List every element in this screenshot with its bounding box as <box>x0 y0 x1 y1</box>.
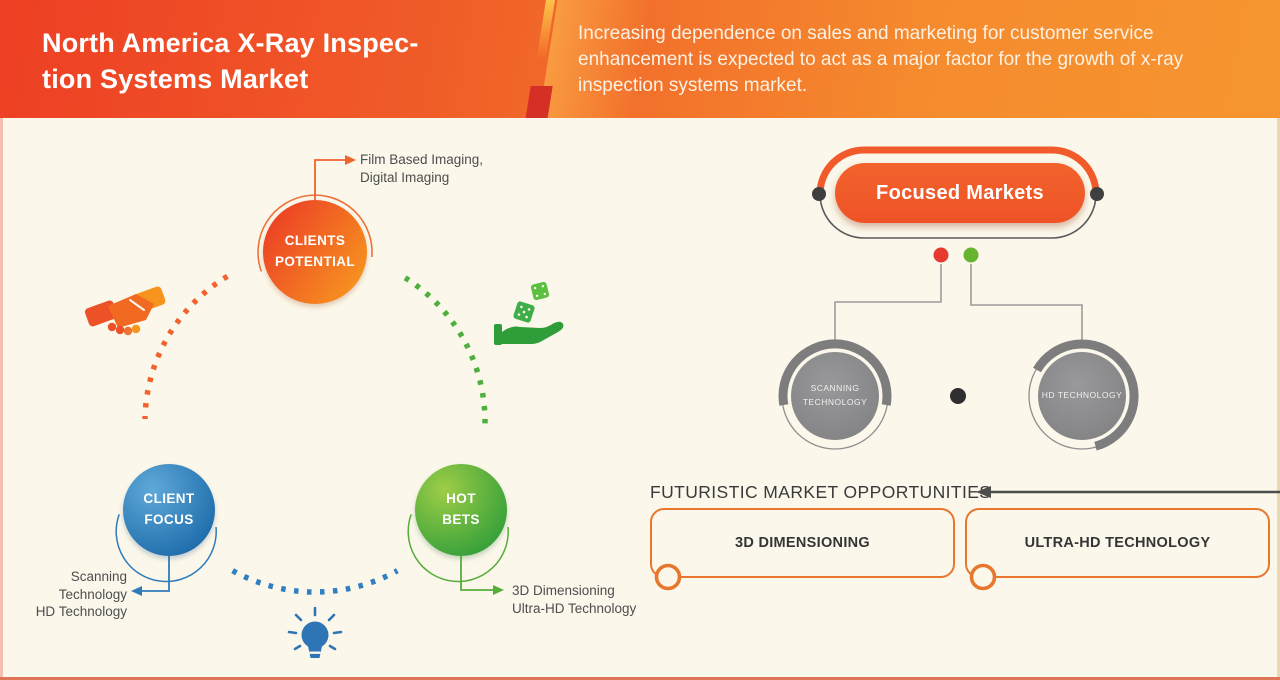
client-focus-arrowhead <box>131 586 142 596</box>
green-dot-connector <box>970 264 1083 346</box>
page-title: North America X-Ray Inspec- tion Systems… <box>42 26 419 97</box>
hot-bets-label-line2: BETS <box>442 512 480 527</box>
green-dot <box>963 247 979 263</box>
right-edge-line <box>1277 118 1280 680</box>
annotation-line: HD Technology <box>35 604 127 620</box>
client-focus-label-line1: CLIENT <box>143 491 195 507</box>
client-focus-connector <box>141 556 170 592</box>
clients-potential-annotation: Film Based Imaging, Digital Imaging <box>360 151 483 186</box>
dice-hand-icon <box>494 281 564 345</box>
focused-markets-pill: Focused Markets <box>835 163 1085 223</box>
annotation-line: Film Based Imaging, <box>360 152 484 167</box>
lightbulb-icon <box>287 606 343 658</box>
opportunity-box-ultra-hd: ULTRA-HD TECHNOLOGY <box>965 508 1270 578</box>
opportunity-box-label: 3D DIMENSIONING <box>734 535 870 551</box>
client-focus-label-line2: FOCUS <box>144 512 194 527</box>
red-dot-connector <box>834 264 942 346</box>
center-black-dot <box>950 388 966 404</box>
pill-right-dot <box>1090 187 1104 201</box>
header-description: Increasing dependence on sales and marke… <box>578 23 1184 97</box>
page-title-line2: tion Systems Market <box>42 63 309 94</box>
opportunity-box-3d-dimensioning: 3D DIMENSIONING <box>650 508 955 578</box>
hot-bets-arrowhead <box>493 585 504 595</box>
clients-potential-node: CLIENTS POTENTIAL <box>263 200 367 304</box>
red-dot <box>933 247 949 263</box>
hot-bets-connector <box>460 556 494 591</box>
pill-left-dot <box>812 187 826 201</box>
left-edge-line <box>0 118 3 680</box>
main-canvas: CLIENTS POTENTIAL CLIENT FOCUS HOT BETS … <box>0 118 1280 680</box>
opportunity-box-label: ULTRA-HD TECHNOLOGY <box>1024 535 1211 551</box>
annotation-line: 3D Dimensioning <box>512 583 615 598</box>
hot-bets-annotation: 3D Dimensioning Ultra-HD Technology <box>512 582 636 617</box>
hd-label: HD TECHNOLOGY <box>1041 390 1123 401</box>
clients-potential-arrowhead <box>345 155 356 165</box>
clients-potential-label-line2: POTENTIAL <box>274 254 356 269</box>
page-title-line1: North America X-Ray Inspec- <box>42 28 419 58</box>
scanning-label-line2: TECHNOLOGY <box>802 397 868 407</box>
hd-technology-node: HD TECHNOLOGY <box>1038 352 1126 440</box>
header-banner: North America X-Ray Inspec- tion Systems… <box>0 0 1280 118</box>
focused-markets-label: Focused Markets <box>876 181 1044 204</box>
clients-potential-connector <box>314 159 346 200</box>
green-dotted-arc <box>403 275 488 426</box>
hot-bets-label-line1: HOT <box>446 491 476 507</box>
blue-dotted-arc <box>231 568 399 595</box>
handshake-icon <box>84 286 166 336</box>
orange-dotted-arc <box>142 273 229 420</box>
scanning-label-line1: SCANNING <box>810 383 860 394</box>
clients-potential-label-line1: CLIENTS <box>284 233 346 249</box>
scanning-technology-node: SCANNING TECHNOLOGY <box>791 352 879 440</box>
client-focus-node: CLIENT FOCUS <box>123 464 215 556</box>
annotation-line: Ultra-HD Technology <box>512 600 637 616</box>
bottom-edge-line <box>0 677 1280 680</box>
opportunities-heading: FUTURISTIC MARKET OPPORTUNITIES <box>650 482 992 502</box>
hot-bets-node: HOT BETS <box>415 464 507 556</box>
annotation-line: Scanning Technology <box>58 569 127 602</box>
client-focus-annotation: Scanning Technology HD Technology <box>0 568 127 621</box>
annotation-line: Digital Imaging <box>360 169 450 185</box>
